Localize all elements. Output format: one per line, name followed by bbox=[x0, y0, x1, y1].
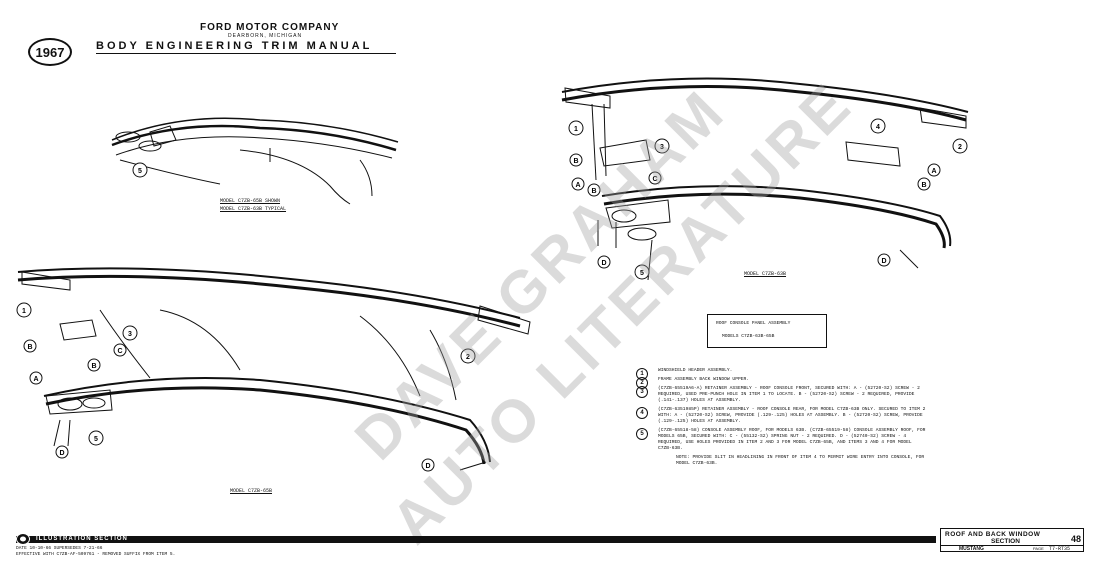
figure-bottom-left bbox=[17, 267, 531, 471]
callout-label: 2 bbox=[958, 144, 962, 151]
callout-1-left: 1 bbox=[16, 302, 32, 318]
legend-item: 5 (C7ZB-65518-58) CONSOLE ASSEMBLY ROOF, … bbox=[636, 428, 926, 452]
callout-d-right: D bbox=[597, 255, 611, 269]
roof-console-panel-box: ROOF CONSOLE PANEL ASSEMBLY MODELS C7ZB-… bbox=[707, 314, 827, 348]
callout-label: B bbox=[91, 363, 96, 370]
callout-d-left-2: D bbox=[421, 458, 435, 472]
title-block-rule bbox=[941, 545, 1083, 546]
company-city: DEARBORN, MICHIGAN bbox=[228, 33, 303, 39]
callout-label: 5 bbox=[640, 270, 644, 277]
callouts: 5 1 3 B C B A 5 D 2 D 1 3 B A B C 4 2 A … bbox=[16, 118, 968, 472]
callout-label: B bbox=[573, 158, 578, 165]
callout-label: 3 bbox=[660, 144, 664, 151]
title-block-number: 48 bbox=[1070, 534, 1081, 544]
callout-5-left: 5 bbox=[88, 430, 104, 446]
legend-text: FRAME ASSEMBLY BACK WINDOW UPPER. bbox=[658, 377, 749, 382]
year-text: 1967 bbox=[35, 44, 65, 60]
legend-item: 4 (C7ZB-6351985P) RETAINER ASSEMBLY - ROO… bbox=[636, 407, 926, 425]
company-name: FORD MOTOR COMPANY bbox=[200, 22, 340, 33]
header-rule bbox=[96, 53, 396, 54]
callout-1-right: 1 bbox=[568, 120, 584, 136]
callout-4-right: 4 bbox=[870, 118, 886, 134]
callout-label: 1 bbox=[22, 308, 26, 315]
callout-label: D bbox=[425, 463, 430, 470]
callout-c-left: C bbox=[113, 343, 127, 357]
callout-label: 4 bbox=[876, 124, 880, 131]
callout-a-left: A bbox=[29, 371, 43, 385]
legend-text: WINDSHIELD HEADER ASSEMBLY. bbox=[658, 368, 733, 373]
bottom-left-caption: MODEL C7ZB-65B bbox=[230, 488, 273, 494]
callout-label: 3 bbox=[128, 331, 132, 338]
callout-label: D bbox=[59, 450, 64, 457]
callout-label: A bbox=[575, 182, 580, 189]
callout-a-right-2: A bbox=[927, 163, 941, 177]
callout-c-right: C bbox=[648, 171, 662, 185]
legend-number: 3 bbox=[636, 386, 648, 398]
callout-label: A bbox=[931, 168, 936, 175]
callout-label: A bbox=[33, 376, 38, 383]
callout-b-left-2: B bbox=[87, 358, 101, 372]
callout-label: D bbox=[881, 258, 886, 265]
panel-models: MODELS C7ZB-63B-65B bbox=[722, 334, 775, 339]
callout-label: D bbox=[601, 260, 606, 267]
title-block-subtitle: SECTION bbox=[991, 538, 1020, 545]
legend-item: 3 (C7ZB-65519A6-A) RETAINER ASSEMBLY - RO… bbox=[636, 386, 926, 404]
callout-5-right: 5 bbox=[634, 264, 650, 280]
callout-label: 2 bbox=[466, 354, 470, 361]
legend-text: (C7ZB-65519A6-A) RETAINER ASSEMBLY - ROO… bbox=[658, 386, 920, 403]
callout-b-left: B bbox=[23, 339, 37, 353]
callout-label: 5 bbox=[94, 436, 98, 443]
title-block-title: ROOF AND BACK WINDOW bbox=[945, 531, 1041, 538]
callout-label: C bbox=[117, 348, 122, 355]
callout-b-right: B bbox=[569, 153, 583, 167]
legend-note: NOTE: PROVIDE SLIT IN HEADLINING IN FRON… bbox=[676, 455, 925, 466]
callout-d-right-2: D bbox=[877, 253, 891, 267]
title-block: ROOF AND BACK WINDOW SECTION 48 MUSTANG … bbox=[940, 528, 1084, 552]
panel-title: ROOF CONSOLE PANEL ASSEMBLY bbox=[716, 321, 791, 326]
top-left-caption-1: MODEL C7ZB-65B SHOWN bbox=[220, 198, 281, 204]
callout-b-right-3: B bbox=[917, 177, 931, 191]
footer-dates: DATE 10-10-66 SUPERSEDES 7-21-66 EFFECTI… bbox=[16, 546, 175, 558]
illustration-section-label: ILLUSTRATION SECTION bbox=[36, 536, 128, 542]
callout-3-left: 3 bbox=[122, 325, 138, 341]
title-block-page-label: PAGE bbox=[1033, 546, 1044, 551]
legend-number: 5 bbox=[636, 428, 648, 440]
callout-2-left: 2 bbox=[460, 348, 476, 364]
callout-3-right: 3 bbox=[654, 138, 670, 154]
callout-label: C bbox=[652, 176, 657, 183]
legend-text: (C7ZB-6351985P) RETAINER ASSEMBLY - ROOF… bbox=[658, 407, 926, 424]
callout-label: B bbox=[921, 182, 926, 189]
callout-d-left: D bbox=[55, 445, 69, 459]
ford-emblem-icon bbox=[16, 533, 30, 545]
title-block-page-code: T7-RT35 bbox=[1049, 546, 1071, 552]
callout-label: B bbox=[591, 188, 596, 195]
figure-top-left bbox=[111, 117, 399, 205]
callout-b-right-2: B bbox=[587, 183, 601, 197]
date-line: DATE 10-10-66 SUPERSEDES 7-21-66 bbox=[16, 546, 103, 551]
right-caption: MODEL C7ZB-63B bbox=[744, 271, 787, 277]
manual-title: BODY ENGINEERING TRIM MANUAL bbox=[96, 40, 373, 52]
callout-a-right: A bbox=[571, 177, 585, 191]
legend-number: 4 bbox=[636, 407, 648, 419]
callout-2-right: 2 bbox=[952, 138, 968, 154]
footer-bar bbox=[16, 536, 936, 543]
effective-line: EFFECTIVE WITH C7ZB-AF-509761 - REMOVED … bbox=[16, 552, 176, 557]
callout-5-top: 5 bbox=[132, 162, 148, 178]
legend-text: (C7ZB-65518-58) CONSOLE ASSEMBLY ROOF, F… bbox=[658, 428, 926, 451]
callout-label: 1 bbox=[574, 126, 578, 133]
callout-label: 5 bbox=[138, 168, 142, 175]
top-left-caption-2: MODEL C7ZB-63B TYPICAL bbox=[220, 206, 287, 212]
callout-label: B bbox=[27, 344, 32, 351]
year-badge: 1967 bbox=[28, 38, 72, 66]
title-block-model: MUSTANG bbox=[959, 546, 984, 552]
figure-right bbox=[561, 77, 969, 281]
